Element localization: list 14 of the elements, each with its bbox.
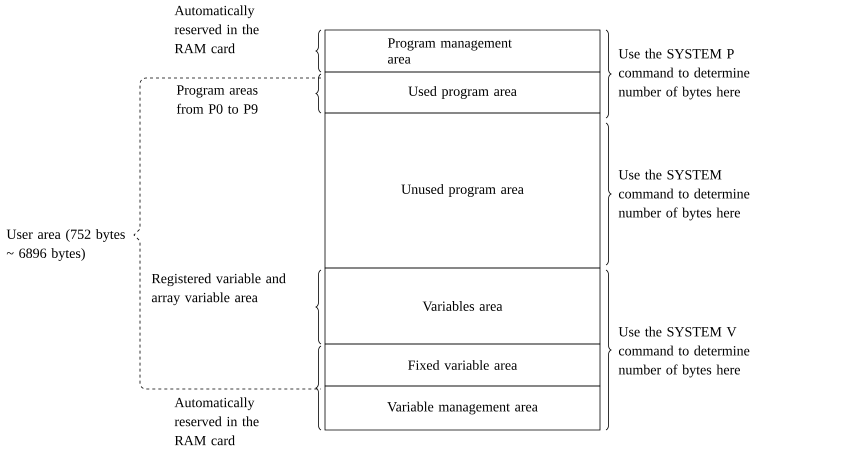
memory-block: Fixed variable area	[324, 344, 600, 386]
memory-block: Variable management area	[324, 386, 600, 430]
annotation: Automatically reserved in the RAM card	[174, 397, 259, 446]
annotation: Automatically reserved in the RAM card	[174, 5, 259, 54]
memory-block: Unused program area	[324, 112, 600, 268]
annotation: Program areas from P0 to P9	[176, 85, 258, 114]
annotation: Use the SYSTEM V command to determine number of bytes here	[618, 326, 750, 378]
annotation: Use the SYSTEM command to determine number of bytes here	[618, 170, 750, 220]
memory-block: Variables area	[324, 268, 600, 344]
memory-block: Program management area	[324, 30, 600, 72]
annotation: User area (752 bytes ~ 6896 bytes)	[6, 229, 125, 261]
annotation: Registered variable and array variable area	[152, 273, 286, 306]
annotation: Use the SYSTEM P command to determine number of bytes here	[618, 48, 750, 100]
memory-block: Used program area	[324, 72, 600, 114]
